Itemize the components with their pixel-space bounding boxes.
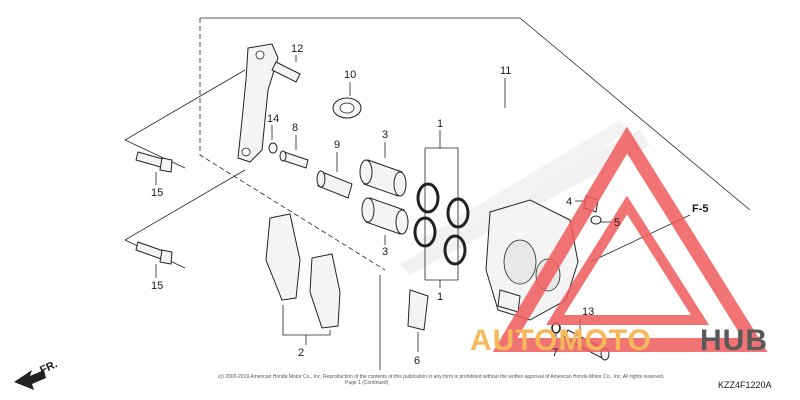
callout-1-top: 1 bbox=[437, 118, 443, 130]
pad-spring-part-6[interactable] bbox=[407, 289, 429, 331]
callout-13: 13 bbox=[582, 306, 594, 318]
callout-2: 2 bbox=[298, 347, 304, 359]
front-label: FR. bbox=[38, 358, 59, 376]
callout-12: 12 bbox=[291, 43, 303, 55]
front-arrow-icon bbox=[14, 370, 46, 390]
bolt-part-15-upper[interactable] bbox=[135, 151, 173, 173]
diagram-code: KZZ4F1220A bbox=[718, 380, 772, 390]
seal-part-10[interactable] bbox=[332, 97, 362, 119]
callout-3-bottom: 3 bbox=[382, 246, 388, 258]
bolt-part-15-lower[interactable] bbox=[135, 241, 173, 265]
brake-pad-part-2-right[interactable] bbox=[309, 253, 341, 329]
callout-labels: 12 10 11 14 8 9 3 1 3 1 15 15 2 6 4 5 13… bbox=[151, 43, 709, 367]
callout-7: 7 bbox=[552, 347, 558, 359]
piston-part-3-lower[interactable] bbox=[361, 197, 409, 235]
leader-part-2 bbox=[282, 305, 331, 336]
callout-14: 14 bbox=[267, 113, 279, 125]
piston-part-3-upper[interactable] bbox=[359, 159, 407, 197]
front-direction-indicator: FR. bbox=[14, 358, 59, 390]
watermark-text-part1: AUTOMOTO bbox=[470, 324, 652, 357]
callout-15-bottom: 15 bbox=[151, 280, 163, 292]
callout-11: 11 bbox=[500, 65, 511, 77]
callout-15-top: 15 bbox=[151, 187, 163, 199]
brake-pad-part-2-left[interactable] bbox=[265, 213, 301, 301]
assembly-frame bbox=[124, 17, 751, 370]
bleeder-cap-part-5[interactable] bbox=[590, 215, 602, 225]
callout-1-bottom: 1 bbox=[437, 291, 443, 303]
pin-bolt-part-8[interactable] bbox=[279, 150, 309, 169]
callout-8: 8 bbox=[292, 122, 298, 134]
piston-seal-set-part-1[interactable] bbox=[413, 147, 470, 281]
washer-part-14[interactable] bbox=[268, 142, 278, 154]
watermark-text-part2: HUB bbox=[700, 324, 768, 357]
reference-label: F-5 bbox=[692, 203, 709, 215]
caliper-bracket-part-12[interactable] bbox=[237, 43, 301, 163]
callout-10: 10 bbox=[344, 69, 356, 81]
callout-9: 9 bbox=[334, 139, 340, 151]
callout-3-top: 3 bbox=[382, 129, 388, 141]
copyright-text-line2: Page 1 (Continued) bbox=[345, 380, 389, 386]
watermark-triangle bbox=[492, 126, 768, 352]
callout-5: 5 bbox=[614, 217, 620, 229]
callout-4: 4 bbox=[566, 196, 572, 208]
copyright-text: (c) 2003-2019 American Honda Motor Co., … bbox=[218, 374, 664, 380]
watermark-logo: AUTOMOTO HUB bbox=[470, 126, 768, 357]
leader-lines bbox=[155, 55, 691, 352]
callout-6: 6 bbox=[414, 355, 420, 367]
sleeve-part-9[interactable] bbox=[316, 170, 353, 199]
